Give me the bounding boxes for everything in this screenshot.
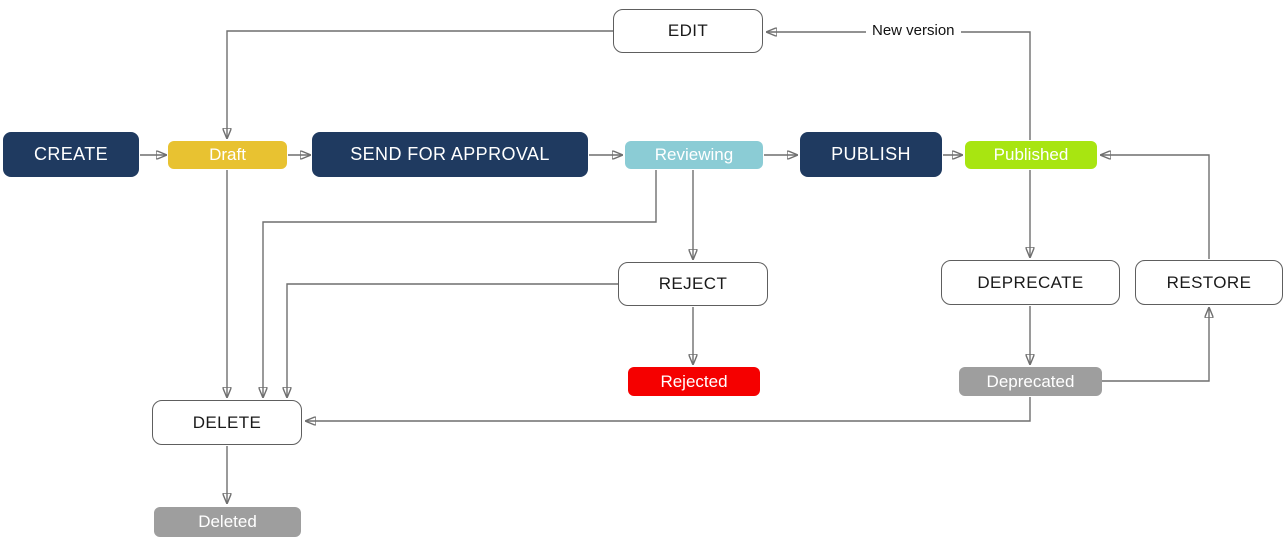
- edge-published-edit: [767, 32, 1031, 140]
- node-deleted: Deleted: [154, 507, 301, 537]
- edge-reviewing-delete: [263, 170, 657, 397]
- node-delete: DELETE: [152, 400, 302, 445]
- node-deprecate-label: DEPRECATE: [977, 272, 1084, 292]
- node-reviewing: Reviewing: [625, 141, 763, 169]
- node-draft-label: Draft: [209, 145, 246, 164]
- edge-edit-draft: [227, 30, 613, 138]
- node-reject-label: REJECT: [658, 274, 728, 293]
- node-draft: Draft: [168, 141, 287, 169]
- edge-deprecated-restore: [1102, 308, 1209, 382]
- node-published-label: Published: [993, 145, 1069, 164]
- node-restore: RESTORE: [1135, 260, 1283, 305]
- node-delete-label: DELETE: [192, 412, 262, 432]
- node-restore-label: RESTORE: [1166, 272, 1252, 292]
- node-edit: EDIT: [613, 9, 763, 53]
- node-publish: PUBLISH: [800, 132, 942, 177]
- node-rejected: Rejected: [628, 367, 760, 396]
- node-create-label: CREATE: [33, 144, 109, 164]
- node-rejected-label: Rejected: [660, 371, 728, 391]
- node-publish-label: PUBLISH: [831, 144, 911, 164]
- node-send-for-approval: SEND FOR APPROVAL: [312, 132, 588, 177]
- edge-label-new-version: New version: [866, 22, 961, 39]
- node-published: Published: [965, 141, 1097, 169]
- edge-reject-delete: [287, 283, 618, 397]
- node-deprecated: Deprecated: [959, 367, 1102, 396]
- node-deprecate: DEPRECATE: [941, 260, 1120, 305]
- node-edit-label: EDIT: [667, 21, 709, 40]
- node-deleted-label: Deleted: [198, 512, 257, 531]
- edge-restore-published: [1101, 155, 1210, 259]
- node-deprecated-label: Deprecated: [986, 371, 1075, 391]
- node-create: CREATE: [3, 132, 139, 177]
- node-reviewing-label: Reviewing: [654, 145, 734, 164]
- node-send-for-approval-label: SEND FOR APPROVAL: [350, 144, 550, 164]
- node-reject: REJECT: [618, 262, 768, 306]
- edge-deprecated-delete: [306, 397, 1031, 421]
